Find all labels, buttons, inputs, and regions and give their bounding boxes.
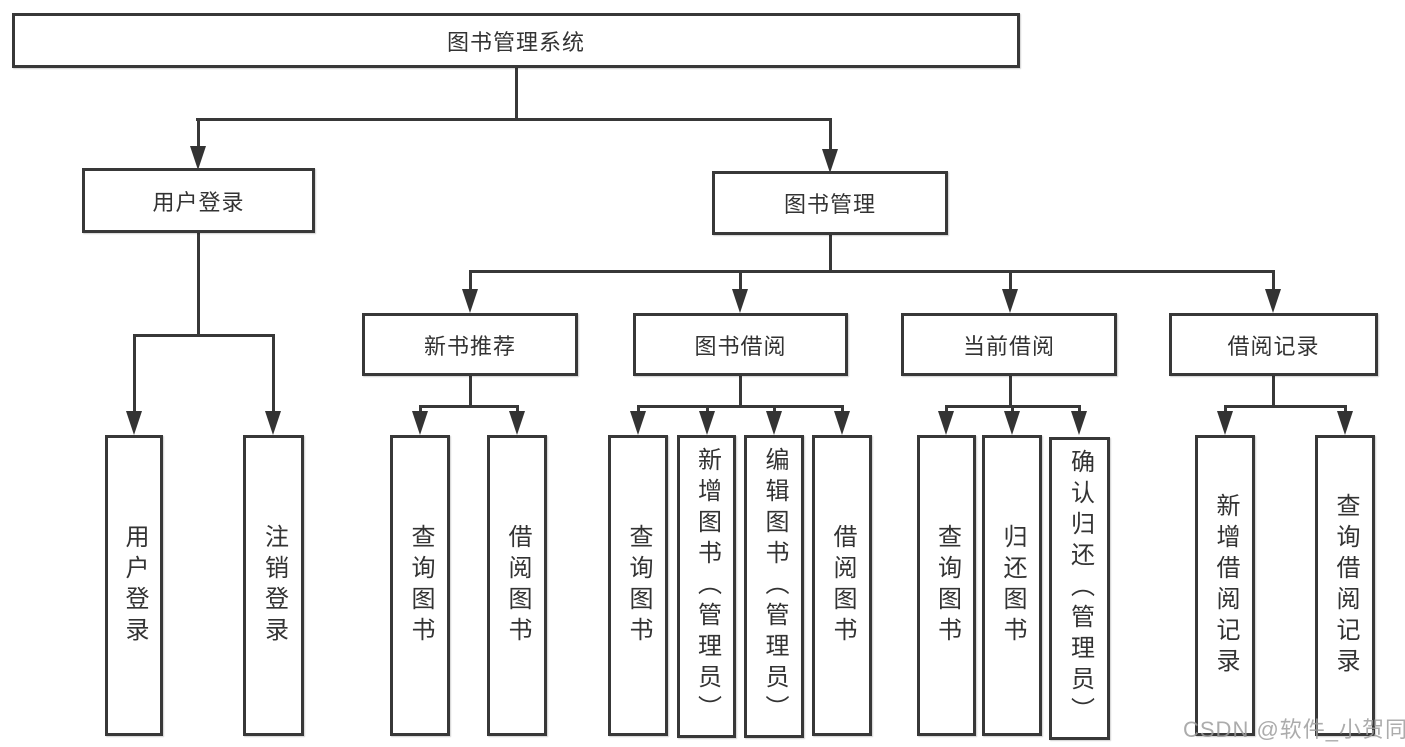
connector-line [197,233,200,336]
connector-line [516,405,519,415]
connector-arrow [1004,411,1020,435]
leaf-logout: 注销登录 [243,435,304,736]
connector-arrow [1337,411,1353,435]
connector-arrow [1071,411,1087,435]
connector-line [739,270,742,293]
connector-line [945,405,948,415]
leaf-label: 注销登录 [260,523,288,648]
connector-line [1224,405,1227,415]
leaf-borrow-books-recommend: 借阅图书 [487,435,547,736]
connector-line [829,235,832,272]
connector-arrow [1217,411,1233,435]
connector-arrow [822,149,838,173]
node-book-management: 图书管理 [712,171,948,235]
connector-line [1078,405,1081,415]
node-new-book-recommend: 新书推荐 [362,313,578,376]
leaf-label: 查询图书 [933,523,961,648]
connector-line [272,334,275,413]
connector-line [1344,405,1347,415]
connector-line [1224,405,1346,408]
node-new-book-recommend-label: 新书推荐 [423,333,516,359]
leaf-label: 借阅图书 [829,523,856,648]
leaf-return-books: 归还图书 [982,435,1042,736]
connector-arrow [190,146,206,170]
leaf-borrow-books: 借阅图书 [812,435,872,736]
connector-arrow [412,411,428,435]
leaf-label: 查询图书 [625,523,652,648]
connector-line [469,375,472,407]
connector-line [133,334,136,413]
node-root-label: 图书管理系统 [446,29,585,55]
connector-arrow [509,411,525,435]
leaf-query-books-borrow: 查询图书 [608,435,668,736]
connector-line [1009,270,1012,293]
connector-arrow [462,289,478,313]
node-book-borrow: 图书借阅 [633,313,848,376]
leaf-user-login: 用户登录 [105,435,163,736]
connector-line [739,375,742,407]
leaf-confirm-return-admin: 确认归还（管理员） [1049,437,1110,740]
connector-line [637,405,640,415]
node-borrow-records: 借阅记录 [1169,313,1378,376]
connector-line [197,118,200,148]
connector-line [773,405,776,415]
connector-line [515,68,518,120]
connector-arrow [1265,289,1281,313]
leaf-label: 用户登录 [121,523,148,648]
leaf-label: 查询借阅记录 [1332,492,1359,679]
connector-line [469,270,472,293]
connector-line [1011,405,1014,415]
connector-line [469,270,1275,273]
leaf-label: 查询图书 [407,523,434,648]
connector-arrow [630,411,646,435]
leaf-query-books-recommend: 查询图书 [390,435,450,736]
connector-line [637,405,844,408]
node-borrow-records-label: 借阅记录 [1227,333,1320,359]
connector-line [706,405,709,415]
connector-arrow [938,411,954,435]
node-book-borrow-label: 图书借阅 [694,333,787,359]
connector-line [829,118,832,149]
connector-arrow [265,411,281,435]
node-book-management-label: 图书管理 [783,192,876,217]
connector-line [419,405,422,415]
connector-arrow [126,411,142,435]
connector-arrow [766,411,782,435]
connector-line [1272,270,1275,293]
leaf-label: 编辑图书（管理员） [761,447,788,726]
node-user-login: 用户登录 [82,168,315,233]
leaf-label: 新增图书（管理员） [693,447,721,726]
connector-arrow [834,411,850,435]
connector-arrow [699,411,715,435]
leaf-label: 借阅图书 [504,523,531,648]
leaf-query-books-current: 查询图书 [917,435,976,736]
leaf-edit-books-admin: 编辑图书（管理员） [744,435,804,738]
leaf-add-borrow-record: 新增借阅记录 [1195,435,1255,736]
leaf-label: 新增借阅记录 [1212,492,1239,679]
connector-line [1272,375,1275,407]
leaf-query-borrow-record: 查询借阅记录 [1315,435,1375,736]
connector-line [1009,375,1012,407]
connector-line [196,118,832,121]
connector-line [841,405,844,415]
leaf-add-books-admin: 新增图书（管理员） [677,435,736,738]
connector-arrow [732,289,748,313]
node-user-login-label: 用户登录 [152,189,245,215]
node-current-borrow: 当前借阅 [901,313,1117,376]
connector-arrow [1002,289,1018,313]
leaf-label: 确认归还（管理员） [1066,449,1094,728]
node-current-borrow-label: 当前借阅 [962,333,1055,359]
connector-line [133,334,275,337]
node-root: 图书管理系统 [12,13,1020,68]
connector-line [419,405,519,408]
leaf-label: 归还图书 [999,523,1026,648]
watermark-text: CSDN @软件_小贺同学 [1183,717,1405,742]
